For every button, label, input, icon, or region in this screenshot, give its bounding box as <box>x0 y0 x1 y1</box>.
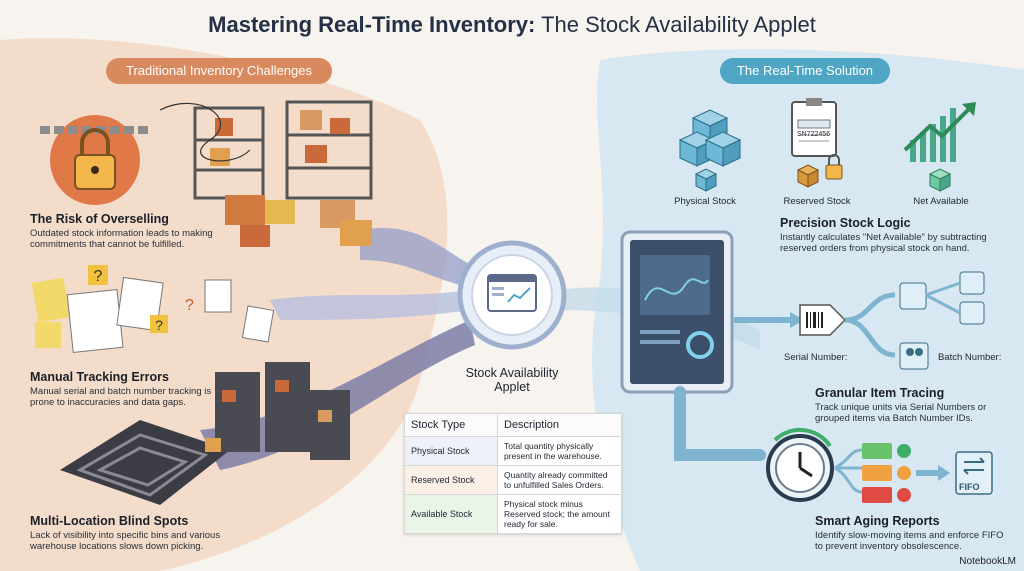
warehouse-chaos-illustration <box>159 100 373 247</box>
challenge-title: Manual Tracking Errors <box>30 370 169 384</box>
stock-type-table: Stock Type Description Physical Stock To… <box>404 413 622 534</box>
challenge-manual-tracking: Manual Tracking Errors Manual serial and… <box>30 370 220 408</box>
challenge-desc: Lack of visibility into specific bins an… <box>30 530 221 552</box>
stock-type-cell: Reserved Stock <box>404 465 498 495</box>
challenge-desc: Manual serial and batch number tracking … <box>30 386 212 408</box>
monitor-illustration <box>620 230 734 394</box>
left-section-header: Traditional Inventory Challenges <box>106 58 332 84</box>
solution-tracing: Granular Item Tracing Track unique units… <box>815 386 1015 424</box>
serial-number-label: Serial Number: <box>784 352 848 363</box>
lock-icon <box>40 115 150 205</box>
stock-desc-cell: Quantity already committed to unfulfille… <box>497 465 622 495</box>
applet-icon <box>457 240 567 350</box>
stock-desc-cell: Total quantity physically present in the… <box>497 436 622 466</box>
challenge-desc: Outdated stock information leads to maki… <box>30 228 213 250</box>
solution-desc: Identify slow-moving items and enforce F… <box>815 530 1004 552</box>
table-row: Available Stock Physical stock minus Res… <box>404 494 622 534</box>
fifo-label: FIFO <box>959 482 980 492</box>
solution-desc: Track unique units via Serial Numbers or… <box>815 402 987 424</box>
document-code: SN722456 <box>797 131 831 138</box>
table-header-row: Stock Type Description <box>404 413 622 437</box>
stock-desc-cell: Physical stock minus Reserved stock; the… <box>497 494 622 534</box>
solution-title: Granular Item Tracing <box>815 386 945 400</box>
paper-notes-illustration: ? ? ? <box>31 265 275 353</box>
solution-precision: Precision Stock Logic Instantly calculat… <box>780 216 1010 254</box>
applet-label: Stock Availability Applet <box>465 366 559 394</box>
table-row: Reserved Stock Quantity already committe… <box>404 465 622 495</box>
svg-text:?: ? <box>94 268 103 285</box>
challenge-title: The Risk of Overselling <box>30 212 169 226</box>
net-available-label: Net Available <box>913 196 969 207</box>
table-header-cell: Stock Type <box>404 413 498 437</box>
challenge-blind-spots: Multi-Location Blind Spots Lack of visib… <box>30 514 230 552</box>
solution-desc: Instantly calculates "Net Available" by … <box>780 232 987 254</box>
solution-title: Smart Aging Reports <box>815 514 940 528</box>
table-row: Physical Stock Total quantity physically… <box>404 436 622 466</box>
fifo-document-icon <box>955 451 993 495</box>
clock-icon <box>766 427 834 502</box>
svg-text:?: ? <box>185 297 194 314</box>
net-available-icon <box>903 102 976 192</box>
physical-stock-icon <box>678 109 742 192</box>
challenge-overselling: The Risk of Overselling Outdated stock i… <box>30 212 230 250</box>
physical-stock-label: Physical Stock <box>674 196 736 207</box>
reserved-stock-icon <box>791 98 843 188</box>
page-title: Mastering Real-Time Inventory: The Stock… <box>208 12 816 37</box>
stock-type-cell: Physical Stock <box>404 436 498 466</box>
reserved-stock-label: Reserved Stock <box>783 196 851 207</box>
batch-number-label: Batch Number: <box>938 352 1002 363</box>
barcode-tag-icon <box>799 304 847 336</box>
stock-type-cell: Available Stock <box>404 494 498 534</box>
right-section-header: The Real-Time Solution <box>720 58 890 84</box>
svg-text:?: ? <box>155 317 163 333</box>
solution-aging: Smart Aging Reports Identify slow-moving… <box>815 514 1005 552</box>
challenge-title: Multi-Location Blind Spots <box>30 514 189 528</box>
brand-watermark: NotebookLM <box>959 556 1016 567</box>
solution-title: Precision Stock Logic <box>780 216 911 230</box>
maze-illustration <box>60 362 350 505</box>
table-header-cell: Description <box>497 413 622 437</box>
